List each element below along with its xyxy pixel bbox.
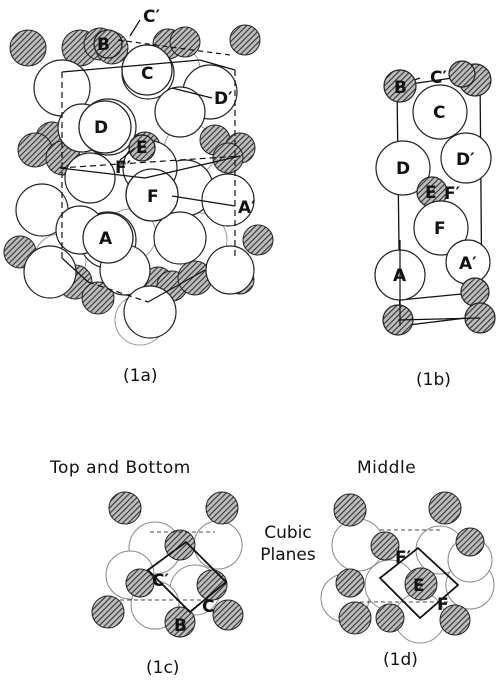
key-atoms [78,29,179,264]
label-1d-f: F [437,595,449,615]
panel-1d-square [360,529,460,620]
panel-1b: B C′ C D D′ E F′ F A′ A [374,60,496,336]
label-1c-c-prime: C′ [152,571,169,591]
panel-1b-labels: B C′ C D D′ E F′ F A′ A [393,68,477,286]
label-1b-c: C [433,103,445,123]
label-1a-f: F [147,187,159,207]
label-1a-f-prime: F′ [115,158,132,178]
panel-1b-atoms [374,60,496,336]
label-1a-e: E [136,138,148,158]
cubic-planes-line2: Planes [260,545,316,565]
panel-1d-hatched-atoms [333,491,485,636]
caption-1c: (1c) [146,658,180,678]
panel-1b-lines [397,240,481,326]
label-1b-b: B [394,78,407,98]
panel-1c-labels: C′ C B [152,571,214,636]
label-1b-d: D [396,159,410,179]
label-1b-f-prime: F′ [444,184,461,204]
panel-1d: F′ E F [320,491,495,644]
cubic-planes-note: Cubic Planes [250,522,326,566]
panel-1d-labels: F′ E F [395,548,449,615]
label-1b-e: E [425,183,437,203]
label-1a-b: B [97,35,110,55]
unit-cell-outline [59,19,241,303]
label-1d-f-prime: F′ [395,548,412,568]
caption-1d: (1d) [383,650,418,670]
panel-1a: C′ B C D′ D E F′ F A′ A [3,7,274,346]
panel-1c-square [120,531,228,614]
label-1d-e: E [413,576,425,596]
cubic-planes-line1: Cubic [264,523,312,543]
panel-1c: C′ C B [91,491,244,638]
label-1a-a: A [99,229,113,249]
label-1a-c: C [141,64,153,84]
label-1b-a-prime: A′ [459,254,477,274]
heading-top-and-bottom: Top and Bottom [50,458,191,478]
label-1b-c-prime: C′ [430,68,447,88]
heading-middle: Middle [357,458,417,478]
label-1a-c-prime: C′ [143,7,160,27]
label-1c-c: C [202,597,214,617]
label-1b-d-prime: D′ [456,150,475,170]
caption-1b: (1b) [416,370,451,390]
panel-1c-hatched-atoms [91,491,244,638]
label-1a-a-prime: A′ [238,198,256,218]
label-1a-d-prime: D′ [214,89,233,109]
label-1c-b: B [174,616,187,636]
label-1a-d: D [94,118,108,138]
label-1b-a: A [393,266,407,286]
caption-1a: (1a) [123,366,158,386]
panel-1a-labels: C′ B C D′ D E F′ F A′ A [94,7,256,249]
label-1b-f: F [434,219,446,239]
hatched-atoms [3,24,274,315]
